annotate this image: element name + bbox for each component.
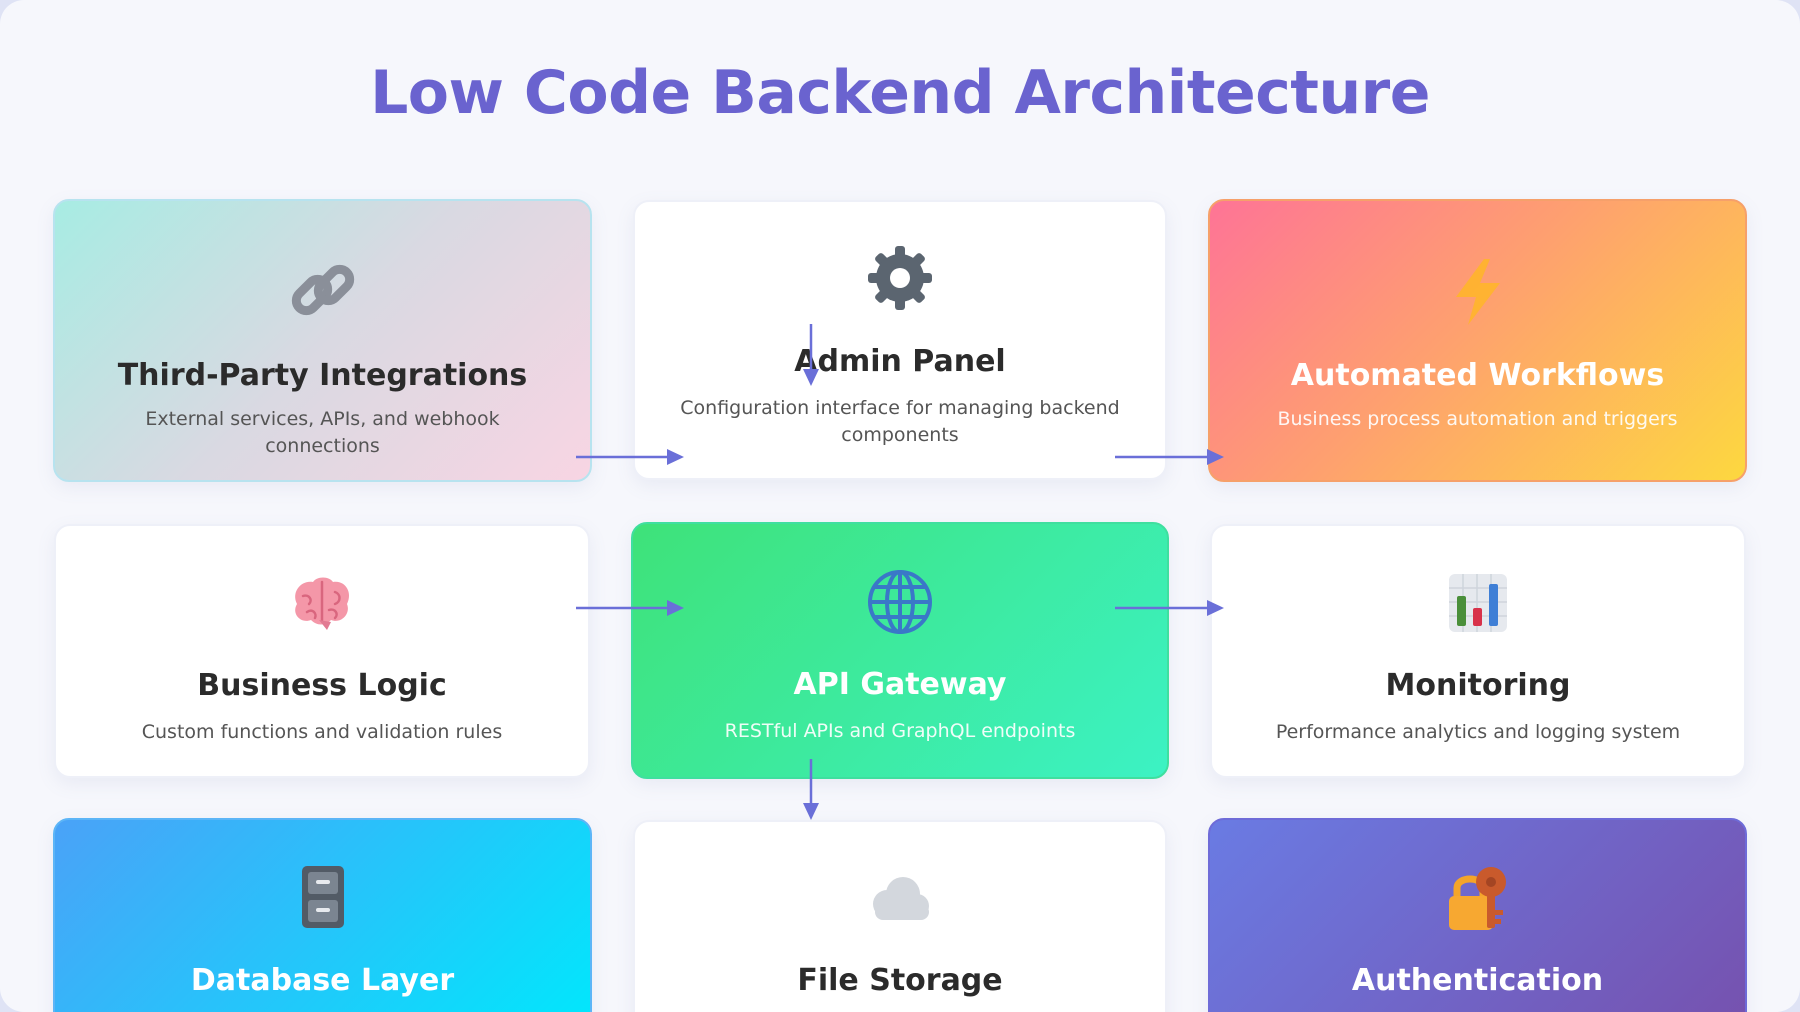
card-database-layer: Database Layer (53, 818, 592, 1012)
link-icon (55, 255, 590, 325)
arrow-gateway-to-storage (803, 759, 819, 820)
card-description: Configuration interface for managing bac… (680, 397, 1120, 446)
arrow-logic-to-gateway (576, 600, 684, 616)
arrow-into-admin (803, 324, 819, 386)
card-third-party-integrations: Third-Party Integrations External servic… (53, 199, 592, 482)
globe-icon (633, 568, 1167, 636)
card-automated-workflows: Automated Workflows Business process aut… (1208, 199, 1747, 482)
card-api-gateway: API Gateway RESTful APIs and GraphQL end… (631, 522, 1169, 779)
card-description: Business process automation and triggers (1277, 408, 1678, 430)
arrow-integrations-to-admin (576, 449, 684, 465)
card-business-logic: Business Logic Custom functions and vali… (54, 524, 590, 778)
gear-icon (635, 244, 1165, 312)
bar-chart-icon (1212, 572, 1744, 634)
card-description: Performance analytics and logging system (1275, 721, 1681, 743)
card-description: External services, APIs, and webhook con… (145, 408, 500, 457)
card-description: Custom functions and validation rules (141, 721, 503, 743)
card-file-storage: File Storage (633, 820, 1167, 1012)
card-authentication: Authentication (1208, 818, 1747, 1012)
arrow-gateway-to-monitoring (1115, 600, 1224, 616)
card-title: Admin Panel (794, 344, 1006, 379)
arrow-admin-to-workflows (1115, 449, 1224, 465)
card-monitoring: Monitoring Performance analytics and log… (1210, 524, 1746, 778)
brain-icon (56, 574, 588, 630)
card-title: File Storage (797, 963, 1003, 998)
card-title: Authentication (1351, 963, 1604, 998)
cloud-icon (635, 870, 1165, 926)
card-description: RESTful APIs and GraphQL endpoints (724, 720, 1076, 742)
lock-key-icon (1210, 864, 1745, 932)
card-title: Database Layer (190, 963, 455, 998)
card-title: API Gateway (793, 667, 1007, 702)
card-title: Automated Workflows (1290, 358, 1665, 393)
card-admin-panel: Admin Panel Configuration interface for … (633, 200, 1167, 480)
diagram-title: Low Code Backend Architecture (370, 58, 1430, 128)
card-title: Third-Party Integrations (117, 358, 528, 393)
card-title: Monitoring (1385, 668, 1571, 703)
file-cabinet-icon (55, 864, 590, 930)
lightning-icon (1210, 257, 1745, 327)
card-title: Business Logic (197, 668, 447, 703)
